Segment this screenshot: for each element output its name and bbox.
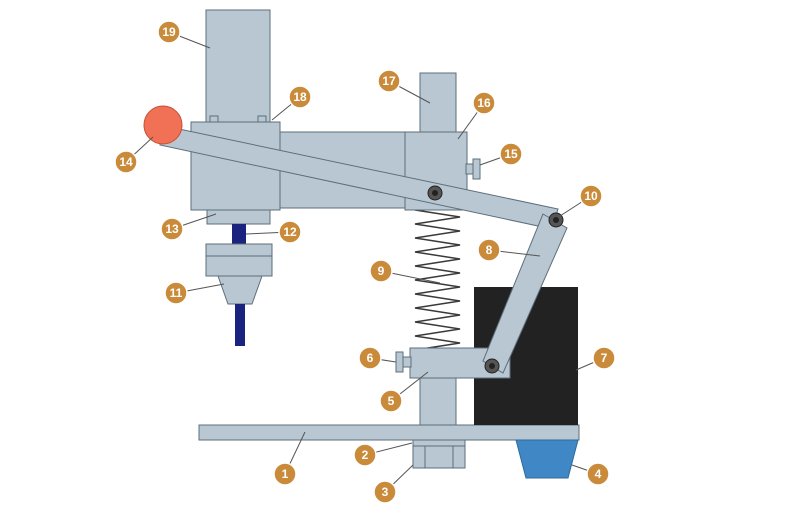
chuck-nose <box>217 275 263 305</box>
callout-14-label: 14 <box>119 155 133 169</box>
callout-2: 2 <box>353 443 377 467</box>
callout-4: 4 <box>586 462 610 486</box>
callout-19: 19 <box>157 20 181 44</box>
callout-2-circle <box>353 443 377 467</box>
motor-mount-lug-right <box>257 115 267 123</box>
handle-knob <box>143 105 183 145</box>
callout-18-label: 18 <box>293 90 307 104</box>
callout-1-circle <box>273 462 297 486</box>
callout-6-circle <box>358 346 382 370</box>
callout-15-label: 15 <box>504 147 518 161</box>
callout-10: 10 <box>579 184 603 208</box>
callout-12-circle <box>278 220 302 244</box>
callout-16-circle <box>472 91 496 115</box>
nut-washer <box>412 439 466 447</box>
callout-1: 1 <box>273 462 297 486</box>
callout-13: 13 <box>160 217 184 241</box>
callout-3-circle <box>373 480 397 504</box>
column-lower <box>419 374 457 426</box>
callout-14-circle <box>114 150 138 174</box>
hex-nut <box>412 445 466 469</box>
callout-14: 14 <box>114 150 138 174</box>
callout-15-circle <box>499 142 523 166</box>
callout-9: 9 <box>369 259 393 283</box>
callout-7: 7 <box>592 346 616 370</box>
callout-2-label: 2 <box>362 448 369 462</box>
callout-8-circle <box>477 238 501 262</box>
callout-9-label: 9 <box>378 264 385 278</box>
callout-12-label: 12 <box>283 225 297 239</box>
callout-10-circle <box>579 184 603 208</box>
column-upper <box>419 72 457 134</box>
spindle-nose <box>206 209 271 225</box>
callout-15: 15 <box>499 142 523 166</box>
pivot-bolt-icon <box>489 363 495 369</box>
callout-18: 18 <box>288 85 312 109</box>
spindle-shaft <box>232 224 246 244</box>
callout-19-circle <box>157 20 181 44</box>
motor-housing <box>205 9 271 123</box>
callout-5: 5 <box>379 389 403 413</box>
lock-screw-right-head <box>472 158 481 180</box>
drill-bit <box>235 304 245 346</box>
pivot-bolt-icon <box>432 190 438 196</box>
callout-3-label: 3 <box>382 485 389 499</box>
callout-17: 17 <box>377 69 401 93</box>
callout-4-label: 4 <box>595 467 602 481</box>
callout-11-circle <box>164 281 188 305</box>
lock-screw-left-head <box>395 351 404 373</box>
callout-9-circle <box>369 259 393 283</box>
callout-13-label: 13 <box>165 222 179 236</box>
callout-12: 12 <box>278 220 302 244</box>
rubber-foot <box>515 439 579 479</box>
callout-16-label: 16 <box>477 96 491 110</box>
callout-1-label: 1 <box>282 467 289 481</box>
chuck-body <box>205 243 273 277</box>
callout-5-label: 5 <box>388 394 395 408</box>
callout-11-label: 11 <box>170 286 183 300</box>
callout-8-label: 8 <box>486 243 493 257</box>
callout-5-circle <box>379 389 403 413</box>
callout-16: 16 <box>472 91 496 115</box>
pivot-bolt-icon <box>553 217 559 223</box>
callout-18-circle <box>288 85 312 109</box>
callout-10-label: 10 <box>584 189 598 203</box>
callout-4-circle <box>586 462 610 486</box>
callout-13-circle <box>160 217 184 241</box>
compression-spring <box>414 209 461 351</box>
base-plate <box>198 424 580 441</box>
motor-mount-lug-left <box>209 115 219 123</box>
callout-11: 11 <box>164 281 188 305</box>
callout-17-circle <box>377 69 401 93</box>
callout-17-label: 17 <box>382 74 396 88</box>
callout-8: 8 <box>477 238 501 262</box>
callout-3: 3 <box>373 480 397 504</box>
callout-6: 6 <box>358 346 382 370</box>
callout-19-label: 19 <box>162 25 176 39</box>
callout-7-circle <box>592 346 616 370</box>
callout-7-label: 7 <box>601 351 608 365</box>
callout-6-label: 6 <box>367 351 374 365</box>
